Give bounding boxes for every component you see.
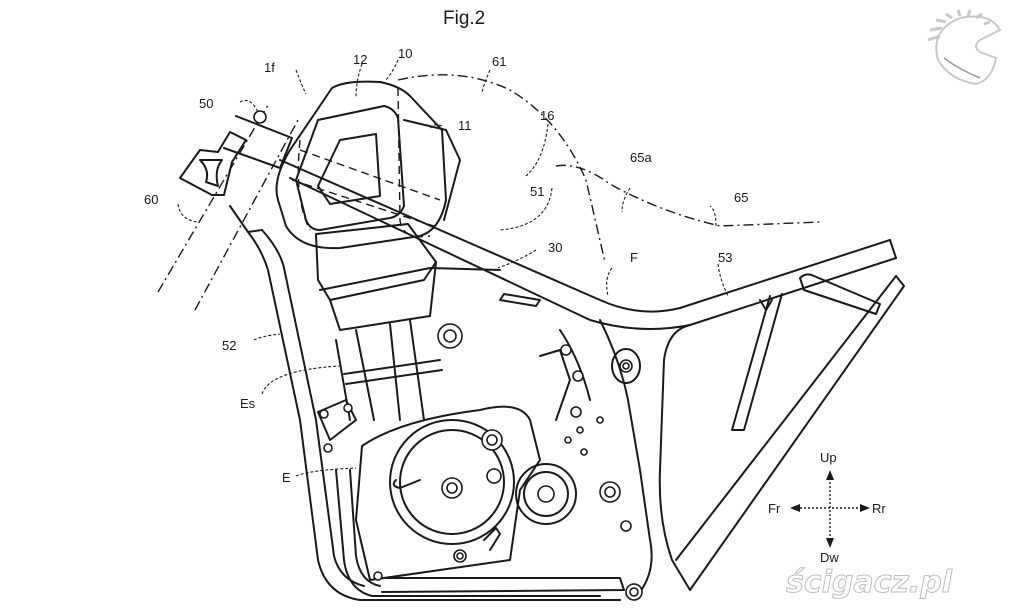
label-65a: 65a [630, 150, 652, 165]
label-51: 51 [530, 184, 544, 199]
pivot-plate [559, 319, 653, 601]
compass-up: Up [820, 450, 837, 465]
label-11: 11 [458, 118, 472, 133]
watermark-text: ścigacz.pl [786, 565, 953, 600]
label-65: 65 [734, 190, 748, 205]
label-50: 50 [199, 96, 213, 111]
arrow-right-icon [860, 504, 870, 512]
label-10: 10 [398, 46, 412, 61]
arrow-down-icon [826, 538, 834, 548]
label-1f: 1f [264, 60, 275, 75]
arrow-left-icon [790, 504, 800, 512]
compass-rear: Rr [872, 501, 886, 516]
engine-cylinder [315, 223, 541, 421]
label-E: E [282, 470, 291, 485]
arrow-up-icon [826, 470, 834, 480]
rear-subframe [658, 273, 905, 591]
part-labels: 50 1f 12 10 61 11 16 65a 65 60 51 30 F 5… [144, 46, 748, 485]
head-pipe [179, 110, 293, 233]
figure-title: Fig.2 [443, 8, 485, 29]
seat-outline [555, 164, 821, 227]
air-cleaner-box [275, 80, 461, 250]
exhaust-pipe [335, 469, 601, 597]
label-60: 60 [144, 192, 158, 207]
compass-down: Dw [820, 550, 839, 565]
label-30: 30 [548, 240, 562, 255]
label-12: 12 [353, 52, 367, 67]
engine-crankcase [317, 344, 632, 593]
label-F: F [630, 250, 638, 265]
compass-front: Fr [768, 501, 781, 516]
helmet-logo-icon [927, 9, 1002, 86]
label-16: 16 [540, 108, 554, 123]
steering-axis [157, 104, 299, 311]
label-52: 52 [222, 338, 236, 353]
leader-lines [177, 59, 729, 477]
fuel-tank-outline [397, 74, 606, 263]
label-53: 53 [718, 250, 732, 265]
label-Es: Es [240, 396, 256, 411]
direction-compass: Up Dw Fr Rr [768, 450, 886, 565]
frame-main-spar [279, 159, 897, 330]
label-61: 61 [492, 54, 506, 69]
